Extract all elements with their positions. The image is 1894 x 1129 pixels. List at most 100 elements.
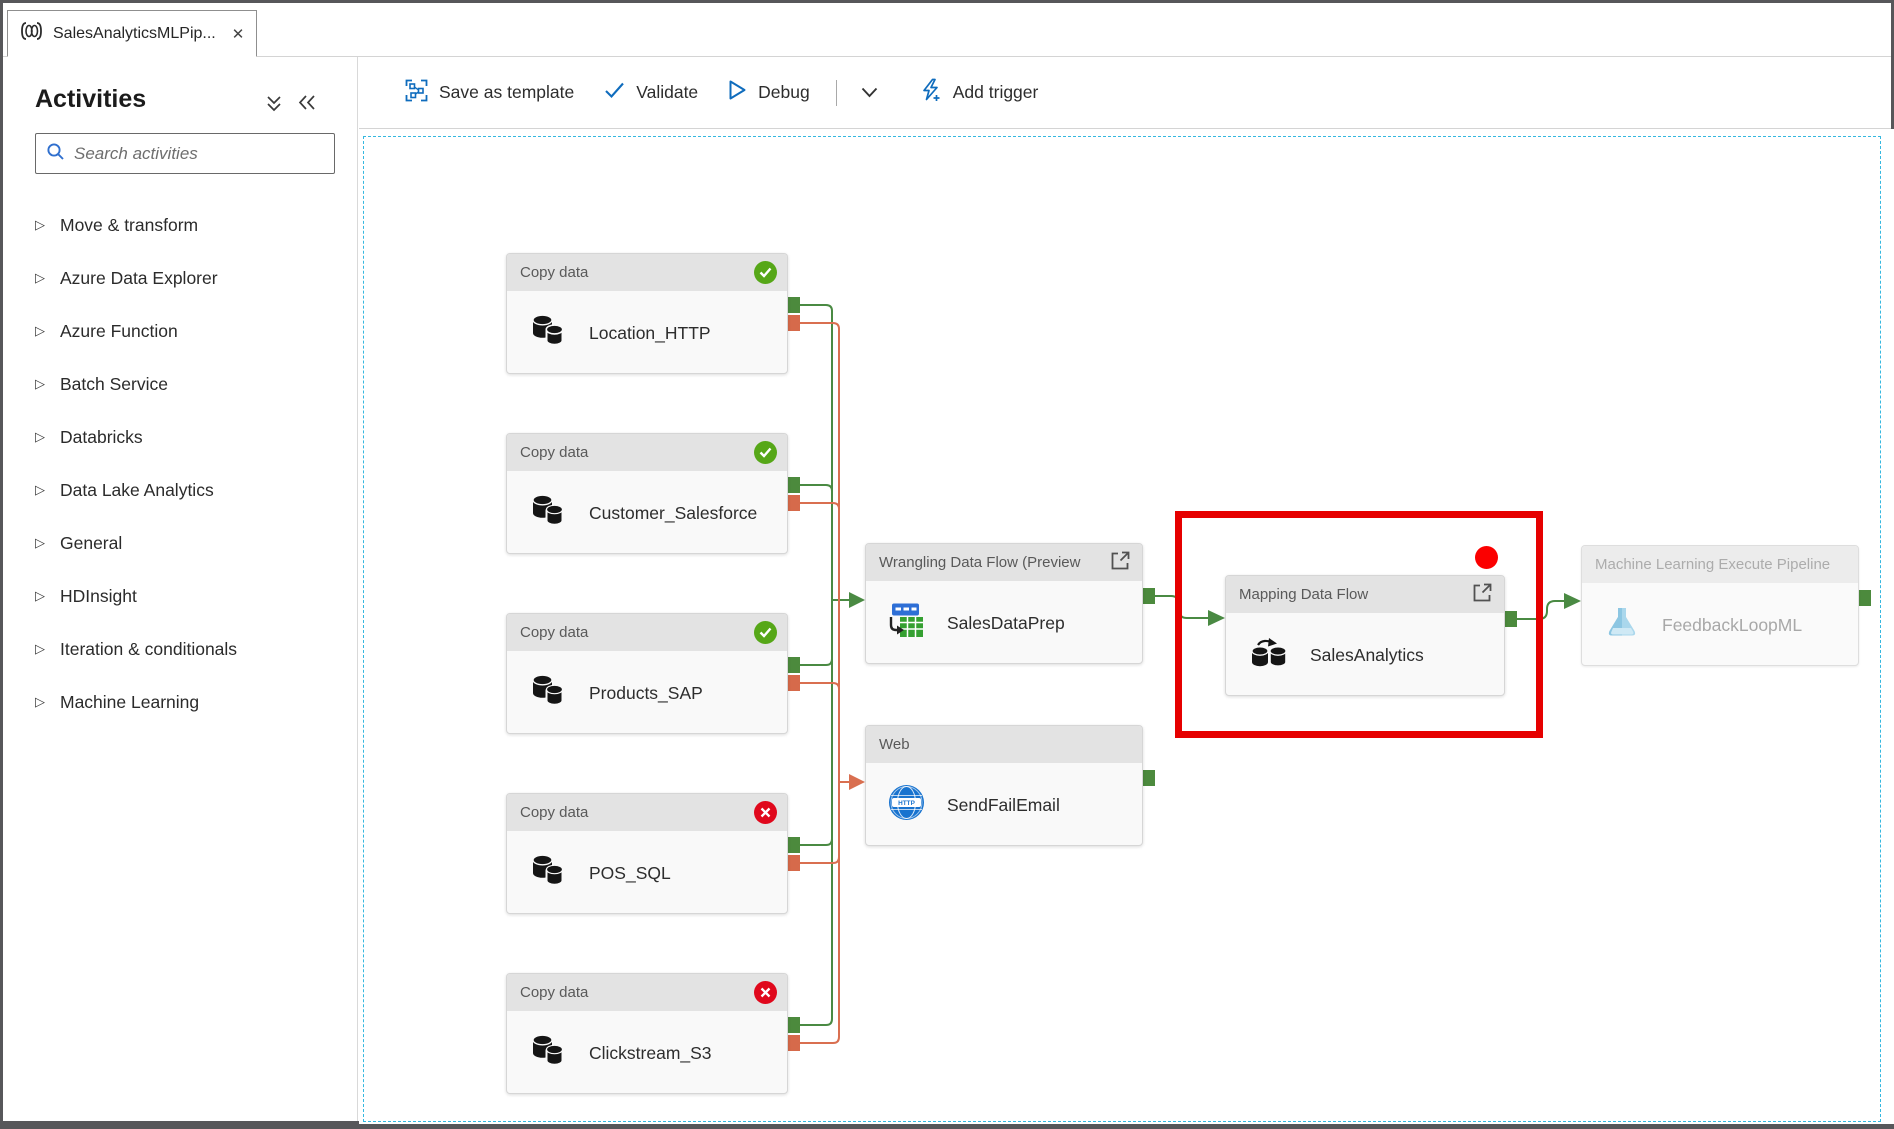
- sidebar-item-general[interactable]: ▷ General: [35, 517, 335, 570]
- add-trigger-lightning-icon: [920, 78, 942, 107]
- sidebar-item-iteration-conditionals[interactable]: ▷ Iteration & conditionals: [35, 623, 335, 676]
- node-name-label: SalesDataPrep: [947, 612, 1065, 633]
- activity-node-products-sap[interactable]: Copy data Products_SAP: [506, 613, 788, 734]
- activity-node-salesanalytics[interactable]: Mapping Data Flow: [1225, 575, 1505, 696]
- save-as-template-label: Save as template: [439, 82, 575, 102]
- sidebar-item-label: Move & transform: [60, 215, 199, 235]
- expand-chevron-icon: ▷: [35, 217, 45, 232]
- copy-data-icon: [529, 313, 567, 353]
- sidebar-item-databricks[interactable]: ▷ Databricks: [35, 411, 335, 464]
- debug-button[interactable]: Debug: [718, 73, 820, 112]
- node-type-label: Copy data: [520, 264, 589, 281]
- open-in-new-icon[interactable]: [1108, 549, 1132, 577]
- expand-chevron-icon: ▷: [35, 323, 45, 338]
- web-http-icon: HTTP: [888, 784, 925, 826]
- pipeline-toolbar: Save as template Validate Debug: [359, 57, 1891, 129]
- debug-play-icon: [728, 79, 747, 106]
- activity-node-salesdataprep[interactable]: Wrangling Data Flow (Preview: [865, 543, 1143, 664]
- sidebar-item-label: Azure Data Explorer: [60, 268, 218, 288]
- sidebar-item-label: HDInsight: [60, 586, 137, 606]
- node-name-label: SendFailEmail: [947, 794, 1060, 815]
- sidebar-item-label: Azure Function: [60, 321, 178, 341]
- activity-node-customer-salesforce[interactable]: Copy data Customer_Salesforce: [506, 433, 788, 554]
- activity-node-pos-sql[interactable]: Copy data POS_SQL: [506, 793, 788, 914]
- validate-label: Validate: [636, 82, 699, 102]
- activity-node-sendfailemail[interactable]: Web HTTP SendFailEmail: [865, 725, 1143, 846]
- mapping-data-flow-icon: [1248, 636, 1288, 675]
- expand-chevron-icon: ▷: [35, 429, 45, 444]
- failed-status-icon: [754, 801, 777, 824]
- node-type-label: Copy data: [520, 444, 589, 461]
- collapse-all-icon[interactable]: [266, 95, 282, 112]
- copy-data-icon: [529, 493, 567, 533]
- node-name-label: POS_SQL: [589, 862, 671, 883]
- toolbar-divider: [835, 79, 837, 106]
- expand-chevron-icon: ▷: [35, 641, 45, 656]
- activities-title: Activities: [35, 85, 147, 113]
- sidebar-item-machine-learning[interactable]: ▷ Machine Learning: [35, 676, 335, 729]
- pipeline-canvas[interactable]: Copy data Location_HTTP: [359, 129, 1894, 1124]
- expand-chevron-icon: ▷: [35, 270, 45, 285]
- node-name-label: SalesAnalytics: [1310, 644, 1424, 665]
- copy-data-icon: [529, 673, 567, 713]
- tab-pipeline[interactable]: SalesAnalyticsMLPip... ✕: [7, 10, 257, 57]
- success-status-icon: [754, 261, 777, 284]
- save-as-template-icon: [405, 79, 428, 107]
- activity-node-clickstream-s3[interactable]: Copy data Clickstream_S3: [506, 973, 788, 1094]
- activity-node-location-http[interactable]: Copy data Location_HTTP: [506, 253, 788, 374]
- activity-category-list: ▷ Move & transform ▷ Azure Data Explorer ▷ Az…: [35, 199, 335, 729]
- sidebar-item-label: General: [60, 533, 123, 553]
- search-activities-box: [35, 133, 335, 174]
- ml-flask-icon: [1604, 606, 1640, 644]
- node-type-label: Machine Learning Execute Pipeline: [1595, 556, 1831, 573]
- node-name-label: Location_HTTP: [589, 322, 711, 343]
- sidebar-item-label: Databricks: [60, 427, 143, 447]
- sidebar-item-move-transform[interactable]: ▷ Move & transform: [35, 199, 335, 252]
- save-as-template-button[interactable]: Save as template: [395, 73, 584, 113]
- copy-data-icon: [529, 853, 567, 893]
- open-in-new-icon[interactable]: [1470, 581, 1494, 609]
- tab-title: SalesAnalyticsMLPip...: [53, 24, 216, 42]
- expand-chevron-icon: ▷: [35, 482, 45, 497]
- node-name-label: FeedbackLoopML: [1662, 614, 1803, 635]
- expand-chevron-icon: ▷: [35, 535, 45, 550]
- validate-button[interactable]: Validate: [594, 75, 708, 110]
- expand-chevron-icon: ▷: [35, 588, 45, 603]
- node-name-label: Products_SAP: [589, 682, 703, 703]
- pipeline-icon: [20, 20, 43, 47]
- sidebar-item-label: Iteration & conditionals: [60, 639, 238, 659]
- wrangling-data-flow-icon: [888, 603, 925, 643]
- svg-text:HTTP: HTTP: [898, 800, 915, 807]
- sidebar-item-azure-function[interactable]: ▷ Azure Function: [35, 305, 335, 358]
- sidebar-item-batch-service[interactable]: ▷Batch Service: [35, 358, 335, 411]
- debug-options-chevron-icon[interactable]: [853, 81, 886, 104]
- debug-label: Debug: [758, 82, 810, 102]
- node-name-label: Clickstream_S3: [589, 1042, 712, 1063]
- collapse-panel-icon[interactable]: [298, 95, 316, 110]
- node-type-label: Web: [879, 736, 910, 753]
- activity-node-feedbackloopml[interactable]: Machine Learning Execute Pipeline Feedba…: [1581, 545, 1859, 666]
- expand-chevron-icon: ▷: [35, 376, 45, 391]
- activities-panel: Activities ▷Move & transform▷Azure Data: [3, 57, 358, 1121]
- sidebar-item-azure-data-explorer[interactable]: ▷ Azure Data Explorer: [35, 252, 335, 305]
- sidebar-item-label: Machine Learning: [60, 692, 200, 712]
- node-type-label: Copy data: [520, 624, 589, 641]
- node-name-label: Customer_Salesforce: [589, 502, 758, 523]
- sidebar-item-label: Data Lake Analytics: [60, 480, 214, 500]
- tab-close-icon[interactable]: ✕: [231, 25, 245, 43]
- node-type-label: Wrangling Data Flow (Preview: [879, 554, 1081, 571]
- search-icon: [46, 142, 65, 166]
- node-type-label: Copy data: [520, 804, 589, 821]
- node-type-label: Mapping Data Flow: [1239, 586, 1369, 603]
- search-activities-input[interactable]: [74, 143, 324, 164]
- recording-dot: [1475, 546, 1498, 569]
- expand-chevron-icon: ▷: [35, 694, 45, 709]
- success-status-icon: [754, 441, 777, 464]
- sidebar-item-hdinsight[interactable]: ▷ HDInsight: [35, 570, 335, 623]
- add-trigger-button[interactable]: Add trigger: [910, 72, 1049, 113]
- copy-data-icon: [529, 1033, 567, 1073]
- tab-bar: SalesAnalyticsMLPip... ✕: [3, 3, 1891, 57]
- success-status-icon: [754, 621, 777, 644]
- sidebar-item-data-lake-analytics[interactable]: ▷ Data Lake Analytics: [35, 464, 335, 517]
